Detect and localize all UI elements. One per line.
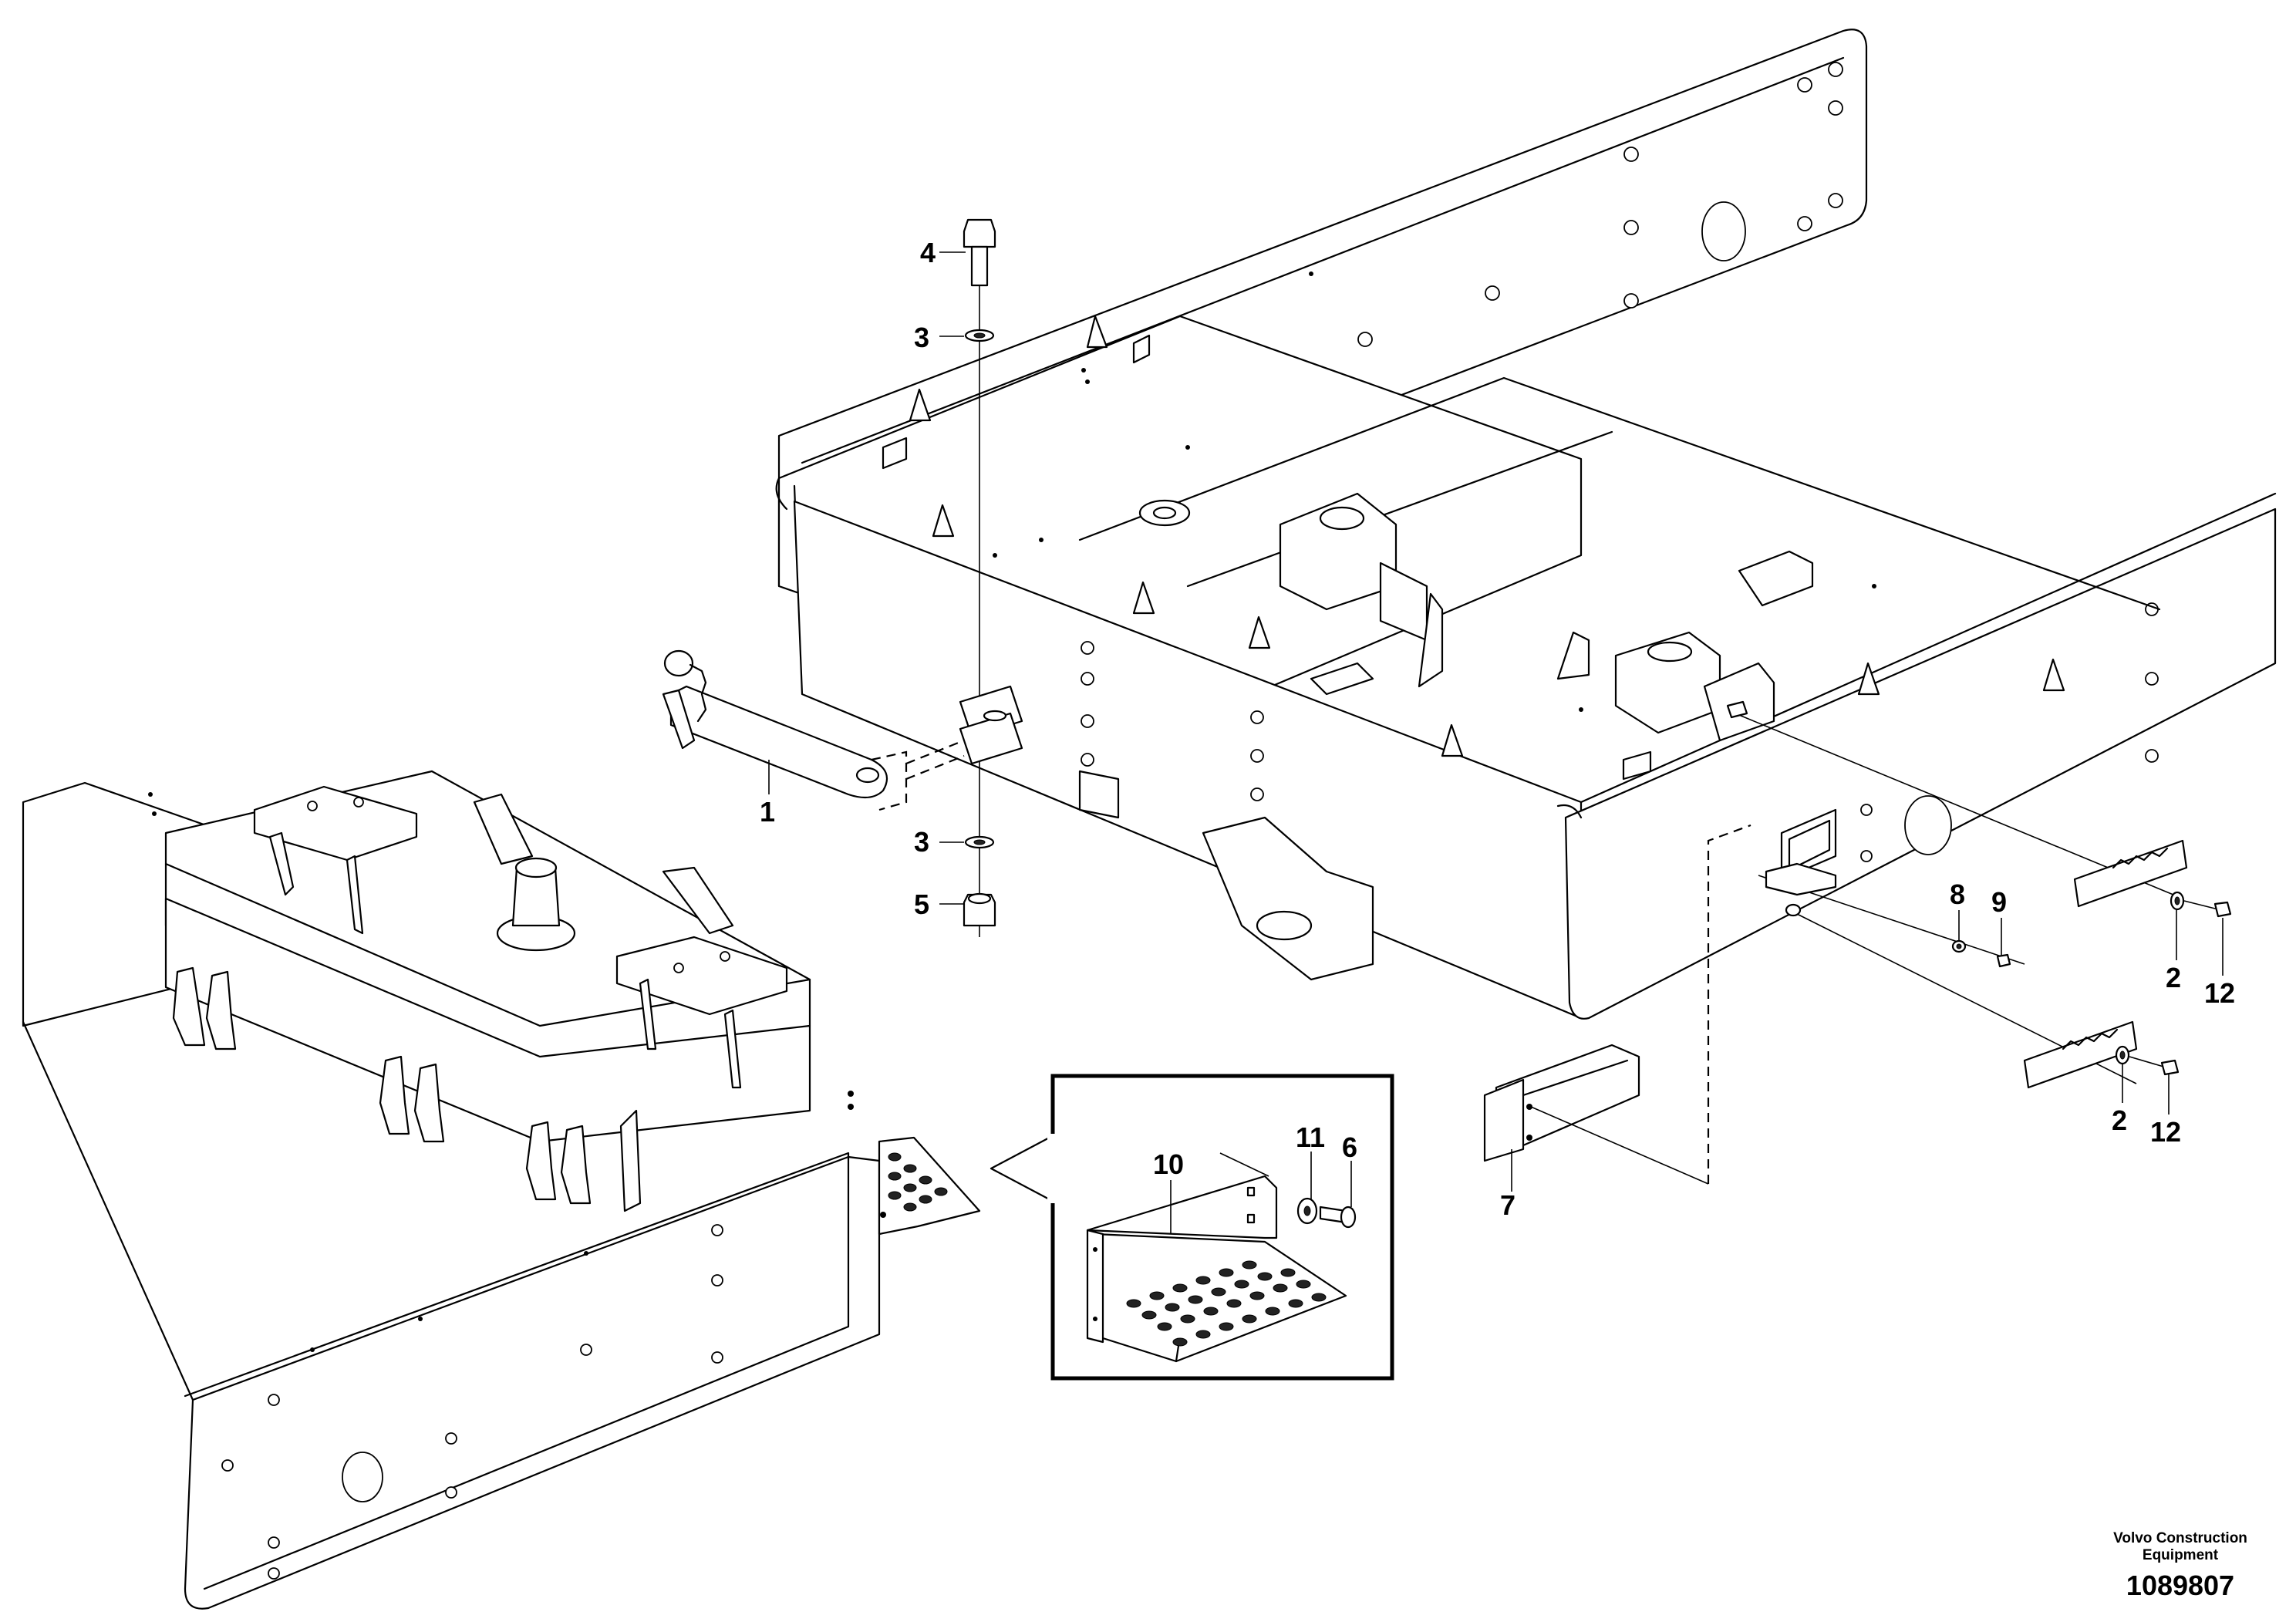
detail-inset <box>990 1074 1394 1381</box>
step-box-part-7 <box>1483 1044 1709 1192</box>
front-frame <box>22 770 981 1610</box>
brand-line-2: Equipment <box>2143 1547 2219 1563</box>
callout-2-lower: 2 <box>2112 1104 2127 1136</box>
callout-3-upper: 3 <box>914 322 929 353</box>
drawbar-assembly <box>662 218 1023 937</box>
brand-line-1: Volvo Construction <box>2113 1530 2247 1546</box>
callouts: 1 4 3 3 5 10 11 6 7 8 9 2 12 2 12 <box>760 237 2235 1221</box>
rear-frame <box>775 29 2277 1020</box>
callout-3-lower: 3 <box>914 826 929 858</box>
callout-leaders <box>768 251 2224 1234</box>
callout-2-upper: 2 <box>2166 962 2181 993</box>
callout-9: 9 <box>1991 886 2007 918</box>
callout-12-lower: 12 <box>2150 1116 2181 1148</box>
front-rail-holes <box>221 1224 723 1580</box>
frame-brackets <box>882 315 2065 781</box>
step-box-locator-line <box>1707 824 1752 1184</box>
callout-1: 1 <box>760 796 775 828</box>
callout-10: 10 <box>1153 1148 1184 1180</box>
footer: Volvo Construction Equipment 1089807 <box>2113 1530 2247 1601</box>
callout-4: 4 <box>920 237 936 268</box>
callout-12-upper: 12 <box>2204 977 2235 1009</box>
corner-step-tread <box>888 1152 948 1212</box>
drawing-number: 1089807 <box>2126 1570 2234 1601</box>
callout-8: 8 <box>1950 878 1965 910</box>
callout-5: 5 <box>914 889 929 920</box>
callout-7: 7 <box>1500 1189 1515 1221</box>
callout-11: 11 <box>1296 1121 1325 1153</box>
detail-step-tread <box>1126 1260 1327 1347</box>
step-bracket-hardware <box>1726 700 2232 1089</box>
callout-6: 6 <box>1342 1131 1357 1163</box>
front-face-holes <box>1081 641 1264 840</box>
near-rail-holes <box>1860 602 2159 862</box>
hinge-lugs <box>172 966 642 1212</box>
